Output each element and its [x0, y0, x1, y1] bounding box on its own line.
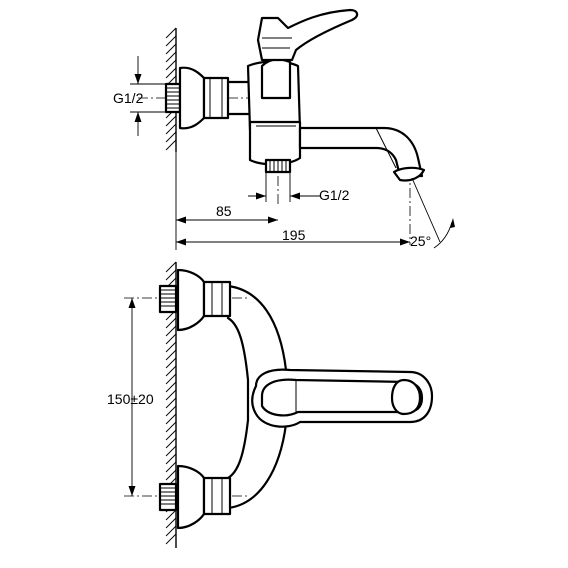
- wall-hatch-line: [165, 373, 177, 385]
- side-view: G1/2 G1/2 85 195: [113, 8, 455, 250]
- wall-hatch-line: [165, 525, 177, 537]
- wall-hatch-line: [165, 349, 177, 361]
- handle-front: [251, 368, 434, 428]
- dim-inlet-thread: G1/2: [113, 56, 166, 136]
- wall-hatch-line: [165, 389, 177, 401]
- dim-projection-body: 85: [175, 152, 278, 250]
- wall-hatch-line: [165, 365, 177, 377]
- wall-hatch-line: [165, 517, 177, 529]
- wall-hatch-line: [165, 341, 177, 353]
- wall-hatch-line: [165, 357, 177, 369]
- wall-hatch-line: [165, 35, 177, 47]
- wall-hatch-line: [165, 429, 177, 441]
- front-view: 150±20: [107, 261, 434, 548]
- wall-hatch-line: [165, 333, 177, 345]
- dim-outlet-thread: G1/2: [248, 172, 350, 203]
- label-projection-body: 85: [216, 203, 232, 219]
- wall-hatch-line: [165, 325, 177, 337]
- wall-hatch-line: [165, 269, 177, 281]
- wall-hatch-line: [165, 533, 177, 545]
- wall-hatch-line: [165, 461, 177, 473]
- wall-hatch-line: [165, 131, 177, 143]
- wall-hatch-line: [165, 453, 177, 465]
- wall-hatch-line: [165, 397, 177, 409]
- label-projection-total: 195: [282, 227, 306, 243]
- label-outlet-thread: G1/2: [319, 187, 350, 203]
- spout-side: [298, 126, 426, 182]
- wall-hatch-line: [165, 437, 177, 449]
- wall-hatch-line: [165, 421, 177, 433]
- wall-hatch-line: [165, 67, 177, 79]
- outlet-nipple-side: [264, 158, 292, 174]
- wall-hatch-line: [165, 405, 177, 417]
- wall-hatch-line: [165, 413, 177, 425]
- wall-hatch-line: [165, 123, 177, 135]
- dim-spout-angle: 25°: [410, 177, 455, 249]
- label-inlet-thread: G1/2: [113, 90, 144, 106]
- faucet-body-side: [246, 58, 302, 166]
- label-spout-angle: 25°: [410, 233, 431, 249]
- wall-hatch-line: [165, 27, 177, 39]
- lower-inlet-fitting: [158, 464, 232, 530]
- wall-hatch-line: [165, 445, 177, 457]
- lever-handle-side: [256, 8, 359, 62]
- inlet-fitting-side: [164, 66, 250, 130]
- wall-hatch-line: [165, 381, 177, 393]
- dim-center-distance: 150±20: [107, 298, 154, 496]
- label-center-distance: 150±20: [107, 391, 154, 407]
- dim-projection-total: 195: [176, 227, 410, 246]
- wall-hatch-line: [165, 59, 177, 71]
- upper-inlet-fitting: [158, 268, 232, 332]
- wall-hatch-line: [165, 139, 177, 151]
- wall-hatch-line: [165, 261, 177, 273]
- wall-hatch-line: [165, 509, 177, 521]
- wall-hatch-line: [165, 115, 177, 127]
- wall-hatch-line: [165, 51, 177, 63]
- wall-hatch-line: [165, 469, 177, 481]
- wall-hatch-line: [165, 317, 177, 329]
- wall-hatch-line: [165, 43, 177, 55]
